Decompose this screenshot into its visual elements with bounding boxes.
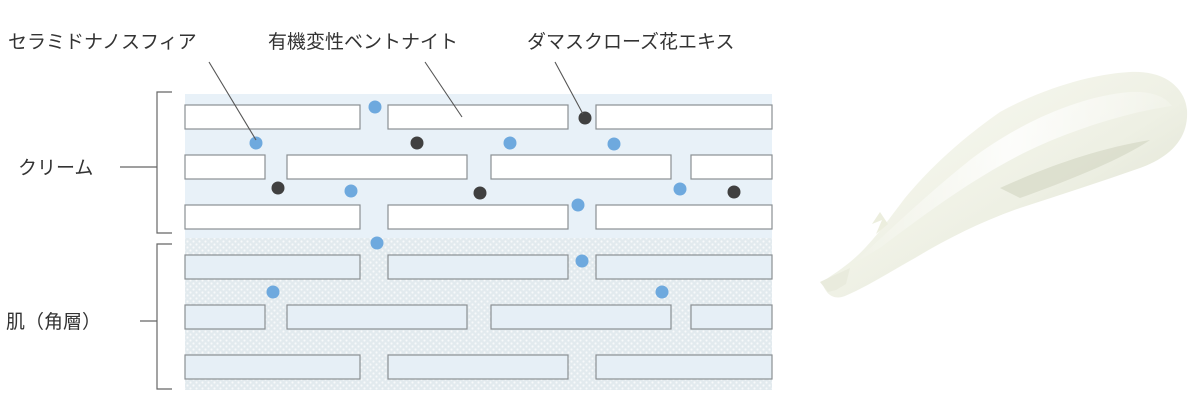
skin-cell xyxy=(184,254,361,280)
ceramide-particle xyxy=(575,254,589,268)
ceramide-particle xyxy=(607,137,621,151)
callout-ceramide-label: セラミドナノスフィア xyxy=(8,31,197,53)
particle-layer xyxy=(249,100,741,299)
skin-cell xyxy=(690,304,773,330)
ceramide-particle xyxy=(655,285,669,299)
cream-swatch-image xyxy=(820,71,1188,298)
callout-bentonite-label: 有機変性ベントナイト xyxy=(268,31,458,53)
ceramide-particle xyxy=(344,184,358,198)
skin-cell xyxy=(490,304,672,330)
callout-bentonite-leader xyxy=(424,61,463,118)
callout-ceramide-leader xyxy=(208,61,257,141)
cream-cell xyxy=(184,104,361,130)
ceramide-particle xyxy=(673,182,687,196)
ceramide-particle xyxy=(571,198,585,212)
skin-layer-label: 肌（角層） xyxy=(6,311,101,333)
cream-cell xyxy=(286,154,468,180)
cream-cell xyxy=(490,154,672,180)
ceramide-particle xyxy=(249,136,263,150)
skin-cell xyxy=(184,354,361,380)
callout-damask-leader xyxy=(554,61,584,115)
ceramide-particle xyxy=(368,100,382,114)
skin-bracket xyxy=(140,243,172,390)
cream-cell xyxy=(387,204,569,230)
cell-grid xyxy=(184,104,773,380)
cream-cell xyxy=(595,104,773,130)
ceramide-particle xyxy=(503,136,517,150)
ceramide-particle xyxy=(266,285,280,299)
damask-particle xyxy=(727,185,741,199)
cream-cell xyxy=(690,154,773,180)
cream-cell xyxy=(184,204,361,230)
ceramide-particle xyxy=(370,236,384,250)
damask-particle xyxy=(473,186,487,200)
damask-particle xyxy=(578,111,592,125)
skin-cell xyxy=(387,254,569,280)
skin-cell xyxy=(595,254,773,280)
cream-cell xyxy=(184,154,266,180)
cream-bracket xyxy=(120,91,172,234)
skin-cell xyxy=(184,304,266,330)
damask-particle xyxy=(410,136,424,150)
cream-cell xyxy=(387,104,569,130)
skin-cell xyxy=(595,354,773,380)
skin-cell xyxy=(286,304,468,330)
cream-layer-label: クリーム xyxy=(18,157,93,179)
cream-cell xyxy=(595,204,773,230)
damask-particle xyxy=(271,181,285,195)
skin-cell xyxy=(387,354,569,380)
callout-damask-label: ダマスクローズ花エキス xyxy=(527,31,734,53)
